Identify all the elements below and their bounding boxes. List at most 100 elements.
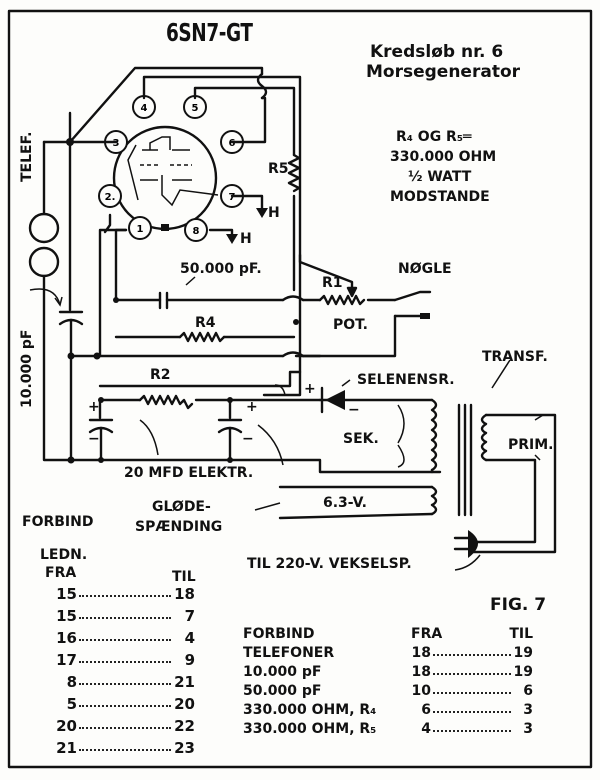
voltage-label: 6.3-V. [323, 495, 367, 511]
minus-sign-2: − [242, 431, 254, 447]
leader-dots [79, 741, 171, 751]
heater-label-1: H [268, 205, 280, 221]
tube-pin-1: 1 [128, 216, 152, 240]
tube-pin-number: 5 [192, 103, 199, 114]
r1-label: R1 [322, 275, 343, 291]
leader-dots [79, 697, 171, 707]
component-to: 19 [513, 663, 533, 680]
mains-plug-icon [468, 530, 478, 558]
wiring-from: 5 [66, 695, 77, 713]
leader-dots [79, 609, 171, 619]
leader-dots [79, 653, 171, 663]
circuit-subtitle: Morsegenerator [366, 62, 521, 82]
wiring-to: 9 [184, 651, 195, 669]
leader-dots [433, 722, 511, 732]
tube-pin-number: 8 [193, 226, 200, 237]
tube-pin-5: 5 [183, 95, 207, 119]
primary-label: PRIM. [508, 437, 554, 453]
resistor-note-4: MODSTANDE [390, 189, 490, 205]
transformer-label: TRANSF. [482, 349, 548, 365]
wiring-table-title: FORBIND [22, 514, 94, 530]
wiring-table-row: 15 7 [55, 605, 195, 627]
wiring-to: 23 [174, 739, 195, 757]
heater-ground-icons [208, 194, 268, 244]
electrolytic-label: 20 MFD ELEKTR. [124, 465, 254, 481]
component-table-header: FORBIND FRA TIL [243, 624, 533, 643]
r2-label: R2 [150, 367, 171, 383]
leader-dots [433, 703, 511, 713]
tube-pin-number: 6 [229, 138, 236, 149]
plus-sign-3: + [304, 381, 316, 397]
component-from: 18 [411, 644, 431, 661]
tube-envelope [112, 125, 218, 231]
component-name: 10.000 pF [243, 663, 322, 680]
tube-pin-8: 8 [184, 218, 208, 242]
tube-pin-number: 2. [105, 192, 116, 203]
component-to: 3 [523, 701, 533, 718]
wiring-to: 21 [174, 673, 195, 691]
component-to: 3 [523, 720, 533, 737]
tube-pins: 1 2. 3 4 5 6 7 8 [98, 95, 244, 242]
minus-sign-1: − [88, 431, 100, 447]
r4-label: R4 [195, 315, 216, 331]
component-to: 19 [513, 644, 533, 661]
tube-pin-4: 4 [132, 95, 156, 119]
wiring-from: 8 [66, 673, 77, 691]
wiring-from: 21 [56, 739, 77, 757]
leader-dots [433, 665, 511, 675]
component-table-row: TELEFONER 18 19 [243, 643, 533, 662]
wiring-table-row: 5 20 [55, 693, 195, 715]
circuit-title: Kredsløb nr. 6 [370, 42, 504, 62]
tube-pin-number: 3 [113, 138, 120, 149]
component-table: FORBIND FRA TIL TELEFONER 18 19 10.000 pF 18… [243, 624, 533, 738]
wiring-table-row: 17 9 [55, 649, 195, 671]
frame-border [7, 9, 593, 769]
component-col-name: FORBIND [243, 625, 315, 642]
tube-pin-number: 4 [141, 103, 148, 114]
component-from: 18 [411, 663, 431, 680]
key-label: NØGLE [398, 261, 452, 277]
leader-dots [433, 684, 511, 694]
component-col-to: TIL [509, 625, 533, 642]
component-name: TELEFONER [243, 644, 335, 661]
rectifier-label: SELENENSR. [357, 372, 455, 388]
wiring-table-row: 21 23 [55, 737, 195, 759]
wiring-from: 20 [56, 717, 77, 735]
component-name: 330.000 OHM, R₄ [243, 701, 377, 718]
junction-dots [66, 138, 299, 464]
leader-dots [433, 646, 511, 656]
resistor-note-1: R₄ OG R₅═ [396, 129, 472, 145]
annotation-arrows [29, 276, 544, 571]
capacitor-10000-label: 10.000 pF [19, 329, 35, 408]
wiring-from: 15 [56, 607, 77, 625]
filament-label-1: GLØDE- [152, 499, 211, 515]
component-col-from: FRA [411, 625, 443, 642]
mains-label: TIL 220-V. VEKSELSP. [247, 556, 412, 572]
component-from: 4 [421, 720, 431, 737]
pot-label: POT. [333, 317, 368, 333]
filament-label-2: SPÆNDING [135, 519, 223, 535]
component-name: 50.000 pF [243, 682, 322, 699]
secondary-label: SEK. [343, 431, 379, 447]
wiring-to: 7 [184, 607, 195, 625]
wiring-table-row: 8 21 [55, 671, 195, 693]
tube-type-label: 6SN7-GT [166, 18, 253, 47]
wiring-to: 18 [174, 585, 195, 603]
tube-internals [127, 136, 219, 207]
figure-number: FIG. 7 [490, 595, 547, 615]
leader-dots [79, 631, 171, 641]
wiring-to: 20 [174, 695, 195, 713]
component-to: 6 [523, 682, 533, 699]
component-table-row: 10.000 pF 18 19 [243, 662, 533, 681]
tube-pin-2: 2. [98, 184, 122, 208]
tube-pin-number: 7 [229, 192, 236, 203]
wiring-from: 15 [56, 585, 77, 603]
wiring-from: 17 [56, 651, 77, 669]
